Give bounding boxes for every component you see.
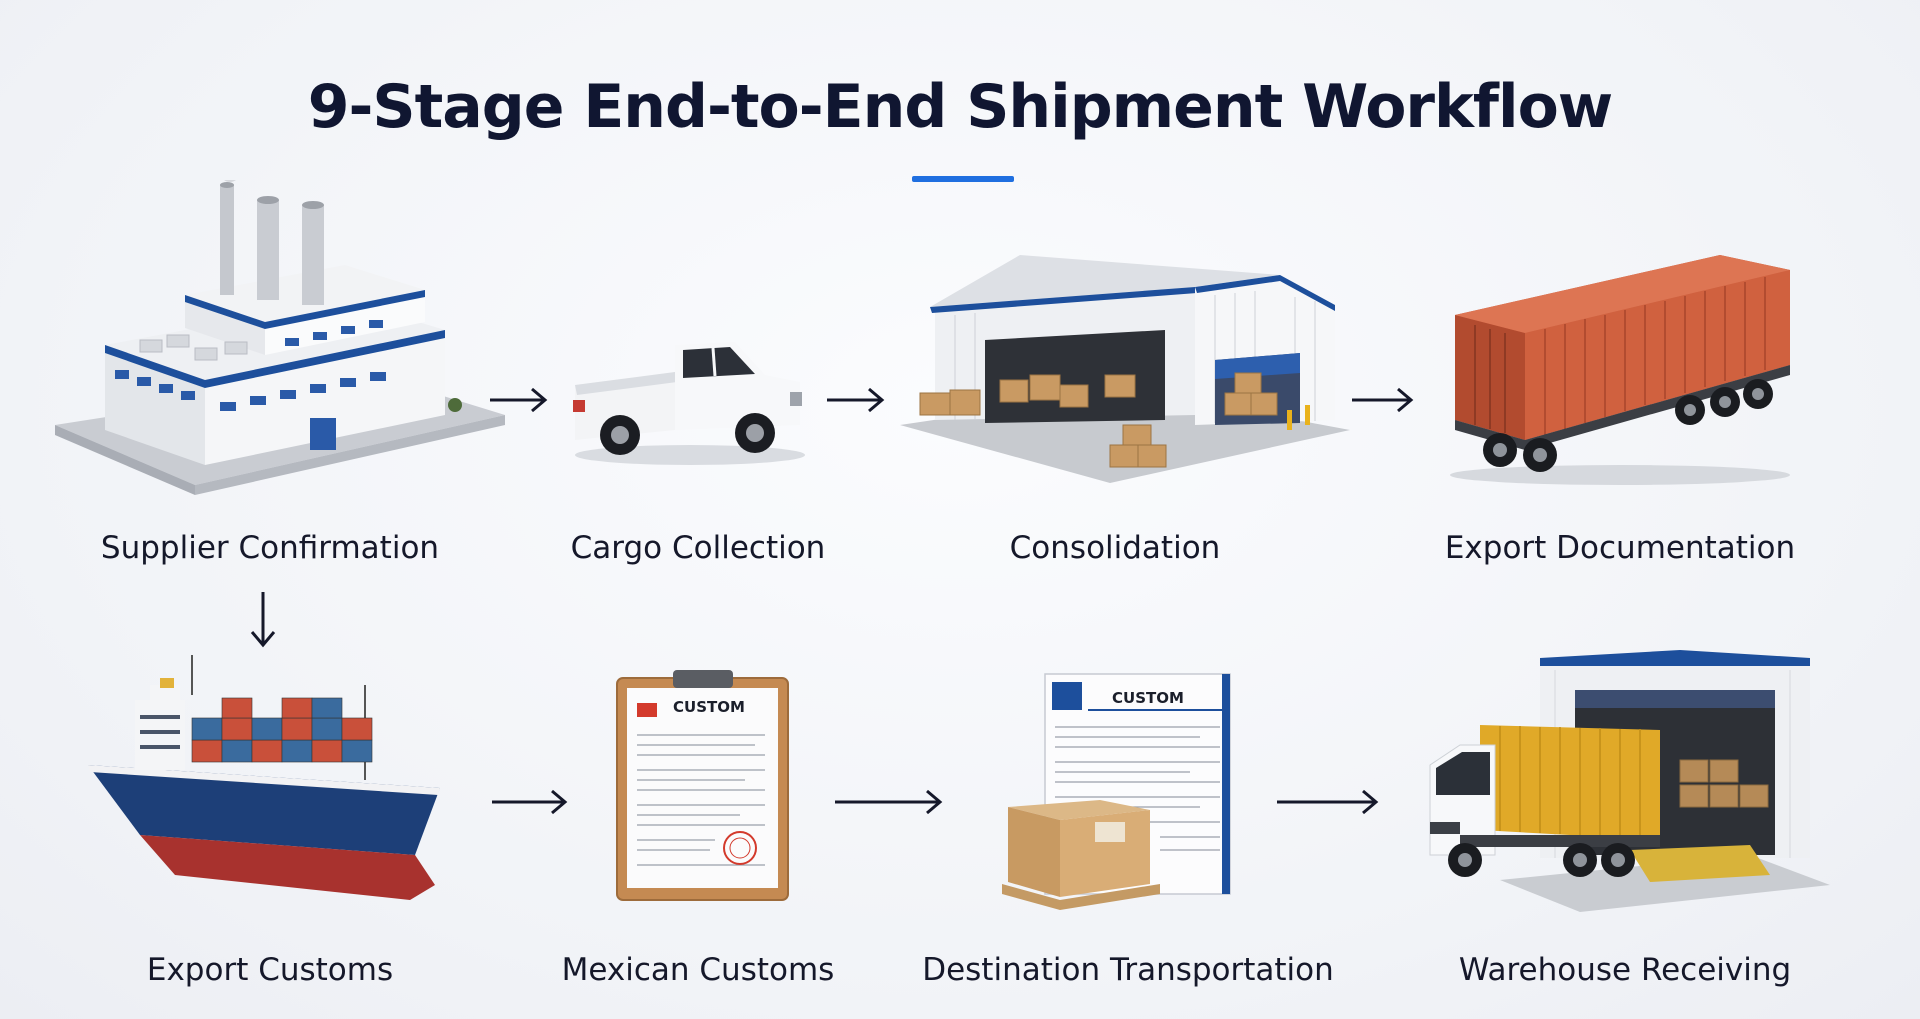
pickup-truck-icon <box>573 342 805 465</box>
cargo-ship-icon <box>88 655 440 900</box>
customs-document-box-icon: CUSTOM <box>1000 672 1240 912</box>
stage-label-destination-transportation: Destination Transportation <box>922 952 1334 988</box>
stage-label-consolidation: Consolidation <box>1009 530 1221 566</box>
arrow-right-icon <box>492 789 568 815</box>
stage-label-supplier-confirmation: Supplier Confirmation <box>100 530 440 566</box>
page-title: 9-Stage End-to-End Shipment Workflow <box>307 72 1613 142</box>
arrow-right-icon <box>827 387 885 413</box>
warehouse-truck-dock-icon <box>1429 650 1830 912</box>
clipboard-heading: CUSTOM <box>673 698 745 716</box>
arrow-right-icon <box>1277 789 1379 815</box>
stage-label-mexican-customs: Mexican Customs <box>561 952 835 988</box>
document-heading: CUSTOM <box>1112 689 1184 707</box>
arrow-right-icon <box>1352 387 1414 413</box>
stage-label-export-documentation: Export Documentation <box>1444 530 1796 566</box>
stage-label-warehouse-receiving: Warehouse Receiving <box>1458 952 1792 988</box>
arrow-right-icon <box>835 789 943 815</box>
arrow-right-icon <box>490 387 548 413</box>
stage-label-cargo-collection: Cargo Collection <box>570 530 826 566</box>
warehouse-icon <box>900 255 1350 483</box>
container-trailer-icon <box>1450 255 1790 485</box>
arrow-down-icon <box>250 592 276 648</box>
stage-label-export-customs: Export Customs <box>146 952 394 988</box>
customs-clipboard-icon: CUSTOM <box>615 670 790 902</box>
title-underline <box>912 176 1014 182</box>
factory-icon <box>55 180 505 495</box>
